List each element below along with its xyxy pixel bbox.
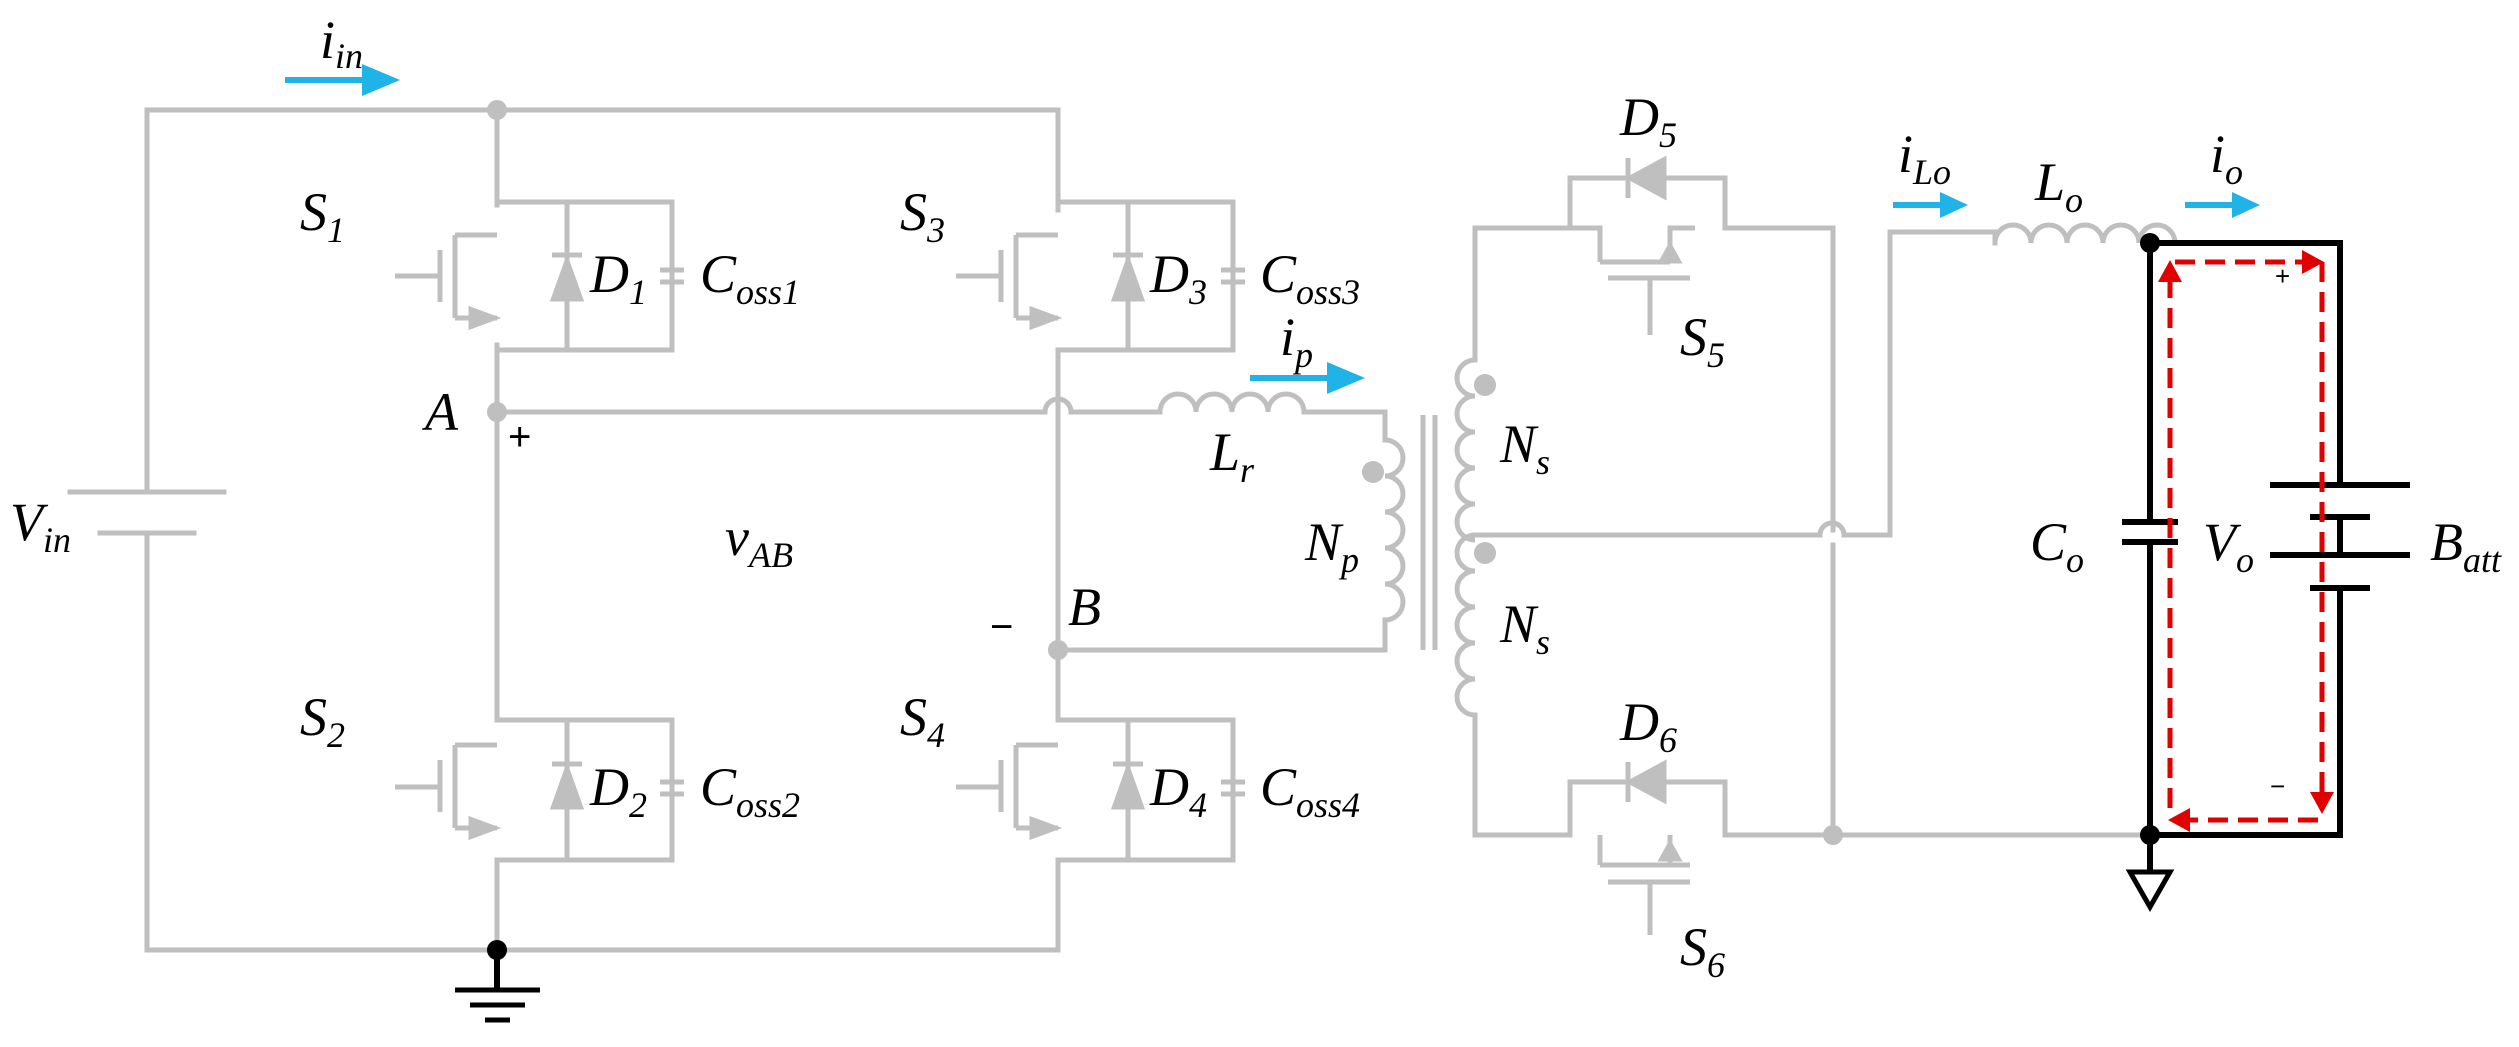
sign-a-plus: + <box>508 415 531 459</box>
label-coss1: Coss1 <box>700 244 800 312</box>
switch-s2 <box>395 717 684 863</box>
label-s3: S3 <box>900 182 945 250</box>
input-current-arrow <box>285 64 400 96</box>
label-coss3: Coss3 <box>1260 244 1360 312</box>
switch-s5 <box>1472 155 1836 838</box>
label-n-s-bottom: Ns <box>1499 594 1550 662</box>
label-n-p: Np <box>1304 512 1359 580</box>
label-coss2: Coss2 <box>700 757 800 825</box>
label-s2: S2 <box>300 687 345 755</box>
label-v-ab: vAB <box>725 507 793 575</box>
node-a <box>487 402 507 422</box>
resonant-inductor <box>1157 391 1388 443</box>
label-d6: D6 <box>1619 692 1677 760</box>
left-leg <box>494 107 1163 953</box>
label-d2: D2 <box>589 757 647 825</box>
node-b <box>1048 640 1068 660</box>
label-d5: D5 <box>1619 87 1677 155</box>
inductor-current-arrow <box>1893 192 1968 218</box>
label-node-a: A <box>422 382 459 442</box>
label-d1: D1 <box>589 244 647 312</box>
node-rect-bottom <box>1823 825 1843 845</box>
label-n-s-top: Ns <box>1499 414 1550 482</box>
sign-batt-minus: − <box>2270 771 2285 801</box>
input-source <box>67 107 1061 953</box>
label-i-lo: iLo <box>1898 124 1951 192</box>
transformer <box>1362 225 1998 838</box>
output-inductor <box>1887 222 2178 246</box>
primary-current-arrow <box>1250 362 1365 394</box>
label-d3: D3 <box>1149 244 1207 312</box>
node-out-top <box>2140 233 2160 253</box>
label-l-r: Lr <box>1209 422 1255 490</box>
label-coss4: Coss4 <box>1260 757 1360 825</box>
sign-batt-plus: + <box>2275 261 2290 291</box>
label-b-att: Batt <box>2430 512 2502 580</box>
current-loop <box>2158 250 2334 832</box>
ground-symbol <box>455 950 540 1023</box>
output-current-arrow <box>2185 192 2260 218</box>
switch-s1 <box>395 199 684 353</box>
node-top <box>487 100 507 120</box>
output-stage <box>2122 240 2410 913</box>
node-out-bottom <box>2140 825 2160 845</box>
label-i-p: ip <box>1280 307 1313 375</box>
switch-s3 <box>956 199 1245 353</box>
label-s4: S4 <box>900 687 945 755</box>
switch-s4 <box>956 717 1245 863</box>
label-i-in: iin <box>320 10 363 76</box>
label-i-o: io <box>2210 124 2243 192</box>
label-s5: S5 <box>1680 307 1725 375</box>
label-node-b: B <box>1068 577 1101 637</box>
switch-s6 <box>1472 759 2153 935</box>
label-d4: D4 <box>1149 757 1207 825</box>
sign-b-minus: − <box>990 605 1013 649</box>
label-v-in: Vin <box>10 492 71 560</box>
label-l-o: Lo <box>2034 152 2083 220</box>
label-s1: S1 <box>300 182 345 250</box>
label-s6: S6 <box>1680 917 1725 985</box>
label-v-o: Vo <box>2203 512 2254 580</box>
label-c-o: Co <box>2030 512 2084 580</box>
